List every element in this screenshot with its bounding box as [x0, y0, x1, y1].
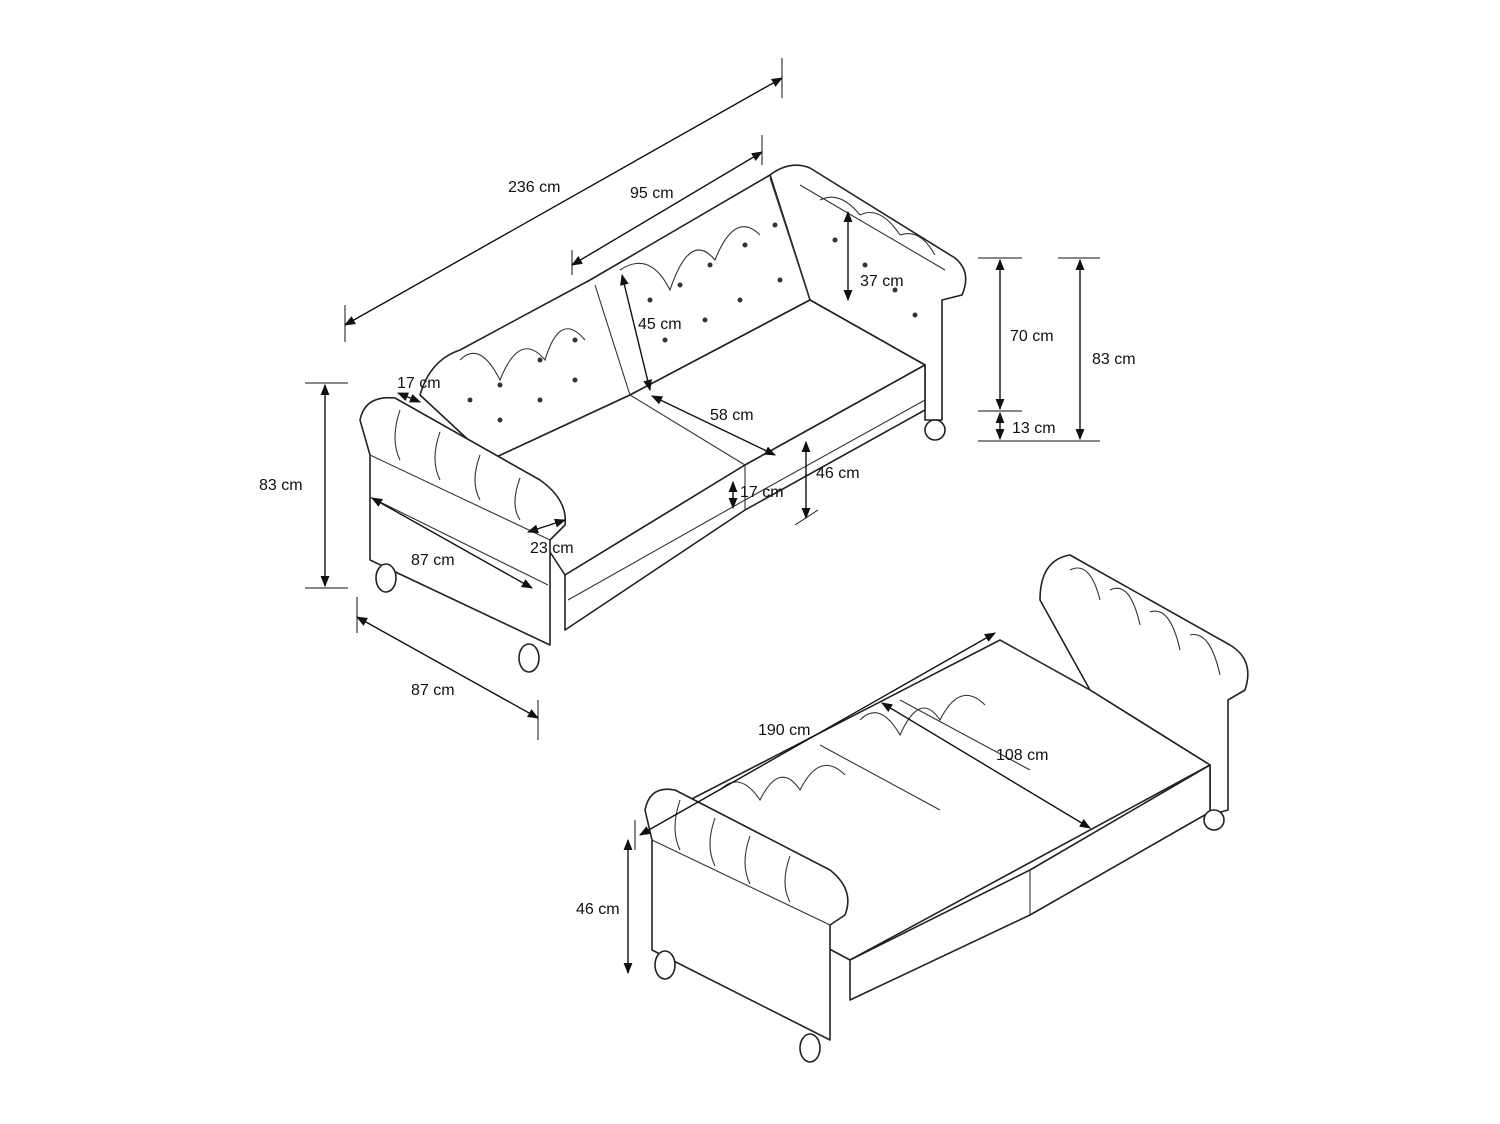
label-seat-depth: 58 cm [710, 407, 754, 424]
leg [518, 643, 540, 673]
dimension-lines [305, 58, 1100, 975]
label-backrest-height: 45 cm [638, 316, 682, 333]
label-arm-width: 23 cm [530, 540, 574, 557]
dimension-labels: 236 cm 95 cm 37 cm 45 cm 17 cm 58 cm 70 … [259, 179, 1136, 918]
label-total-height-left: 83 cm [259, 477, 303, 494]
leg [654, 950, 676, 980]
label-back-height: 70 cm [1010, 328, 1054, 345]
label-leg-height: 13 cm [1012, 420, 1056, 437]
label-seat-cushion-width: 95 cm [630, 185, 674, 202]
label-total-height-right: 83 cm [1092, 351, 1136, 368]
right-arm [1039, 554, 1249, 816]
bed-mode-drawing [644, 554, 1249, 1063]
label-overall-length: 236 cm [508, 179, 560, 196]
label-seat-cushion-thickness: 17 cm [740, 484, 784, 501]
right-arm [769, 164, 967, 421]
label-inner-depth: 87 cm [411, 552, 455, 569]
leg [799, 1033, 821, 1063]
sofa-mode-drawing [359, 164, 967, 673]
leg [375, 563, 397, 593]
label-bed-length: 190 cm [758, 722, 810, 739]
label-arm-roll-width: 17 cm [397, 375, 441, 392]
label-bed-height: 46 cm [576, 901, 620, 918]
leg [924, 419, 946, 441]
label-overall-depth: 87 cm [411, 682, 455, 699]
label-bed-width: 108 cm [996, 747, 1048, 764]
label-seat-height: 46 cm [816, 465, 860, 482]
label-back-cushion-height: 37 cm [860, 273, 904, 290]
leg [1203, 809, 1225, 831]
